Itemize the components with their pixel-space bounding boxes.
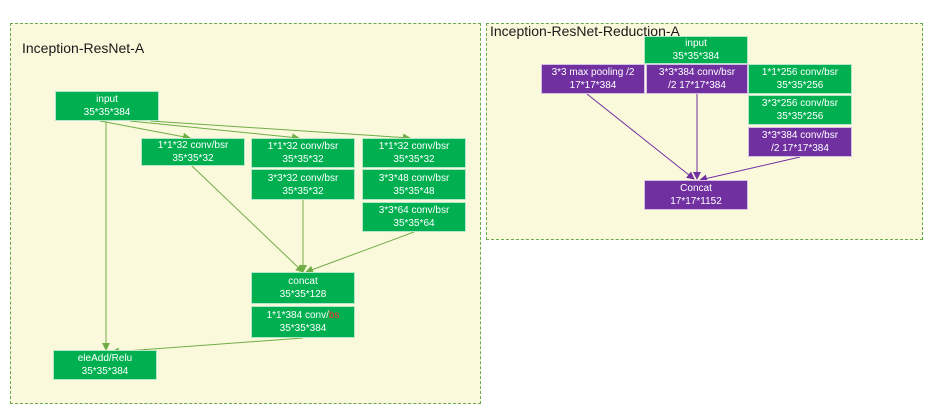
node-c3-conv3x3-stride2: 3*3*384 conv/bsr /2 17*17*384 [748,127,852,157]
node-c2-conv3x3: 3*3*256 conv/bsr 35*35*256 [748,95,852,125]
edge-b1-to-concat [191,165,304,273]
node-b3b-conv3x3: 3*3*48 conv/bsr 35*35*48 [362,169,466,200]
node-concat-a: concat 35*35*128 [251,272,355,304]
node-input-a: input 35*35*384 [55,91,159,121]
edge-input-to-b3a [149,120,411,142]
edge-pool-to-concat [586,93,695,180]
node-maxpool: 3*3 max pooling /2 17*17*384 [541,64,645,94]
red-text-fragment: bs [328,310,340,321]
node-input-b: input 35*35*384 [644,36,748,64]
edge-b3c-to-concat [305,231,415,274]
node-eleadd-relu: eleAdd/Relu 35*35*384 [53,350,157,380]
node-b2b-conv3x3: 3*3*32 conv/bsr 35*35*32 [251,169,355,200]
edge-input-to-b1 [99,120,191,141]
node-c1-conv1x1: 1*1*256 conv/bsr 35*35*256 [748,64,852,94]
node-b3c-conv3x3: 3*3*64 conv/bsr 35*35*64 [362,202,466,232]
node-concat-b: Concat 17*17*1152 [644,180,748,210]
node-conv3x3-stride2: 3*3*384 conv/bsr /2 17*17*384 [646,64,748,94]
node-b3a-conv1x1: 1*1*32 conv/bsr 35*35*32 [362,138,466,168]
node-b1-conv1x1: 1*1*32 conv/bsr 35*35*32 [141,138,245,166]
edge-c3-to-concat [699,156,801,183]
panel-a-title: Inception-ResNet-A [22,40,145,56]
edge-input-to-b2a [129,120,300,142]
edge-proj-to-add [111,337,304,356]
panel-b-title: Inception-ResNet-Reduction-A [490,23,680,39]
node-b2a-conv1x1: 1*1*32 conv/bsr 35*35*32 [251,138,355,168]
node-proj-conv1x1: 1*1*384 conv/bs 35*35*384 [251,306,355,338]
